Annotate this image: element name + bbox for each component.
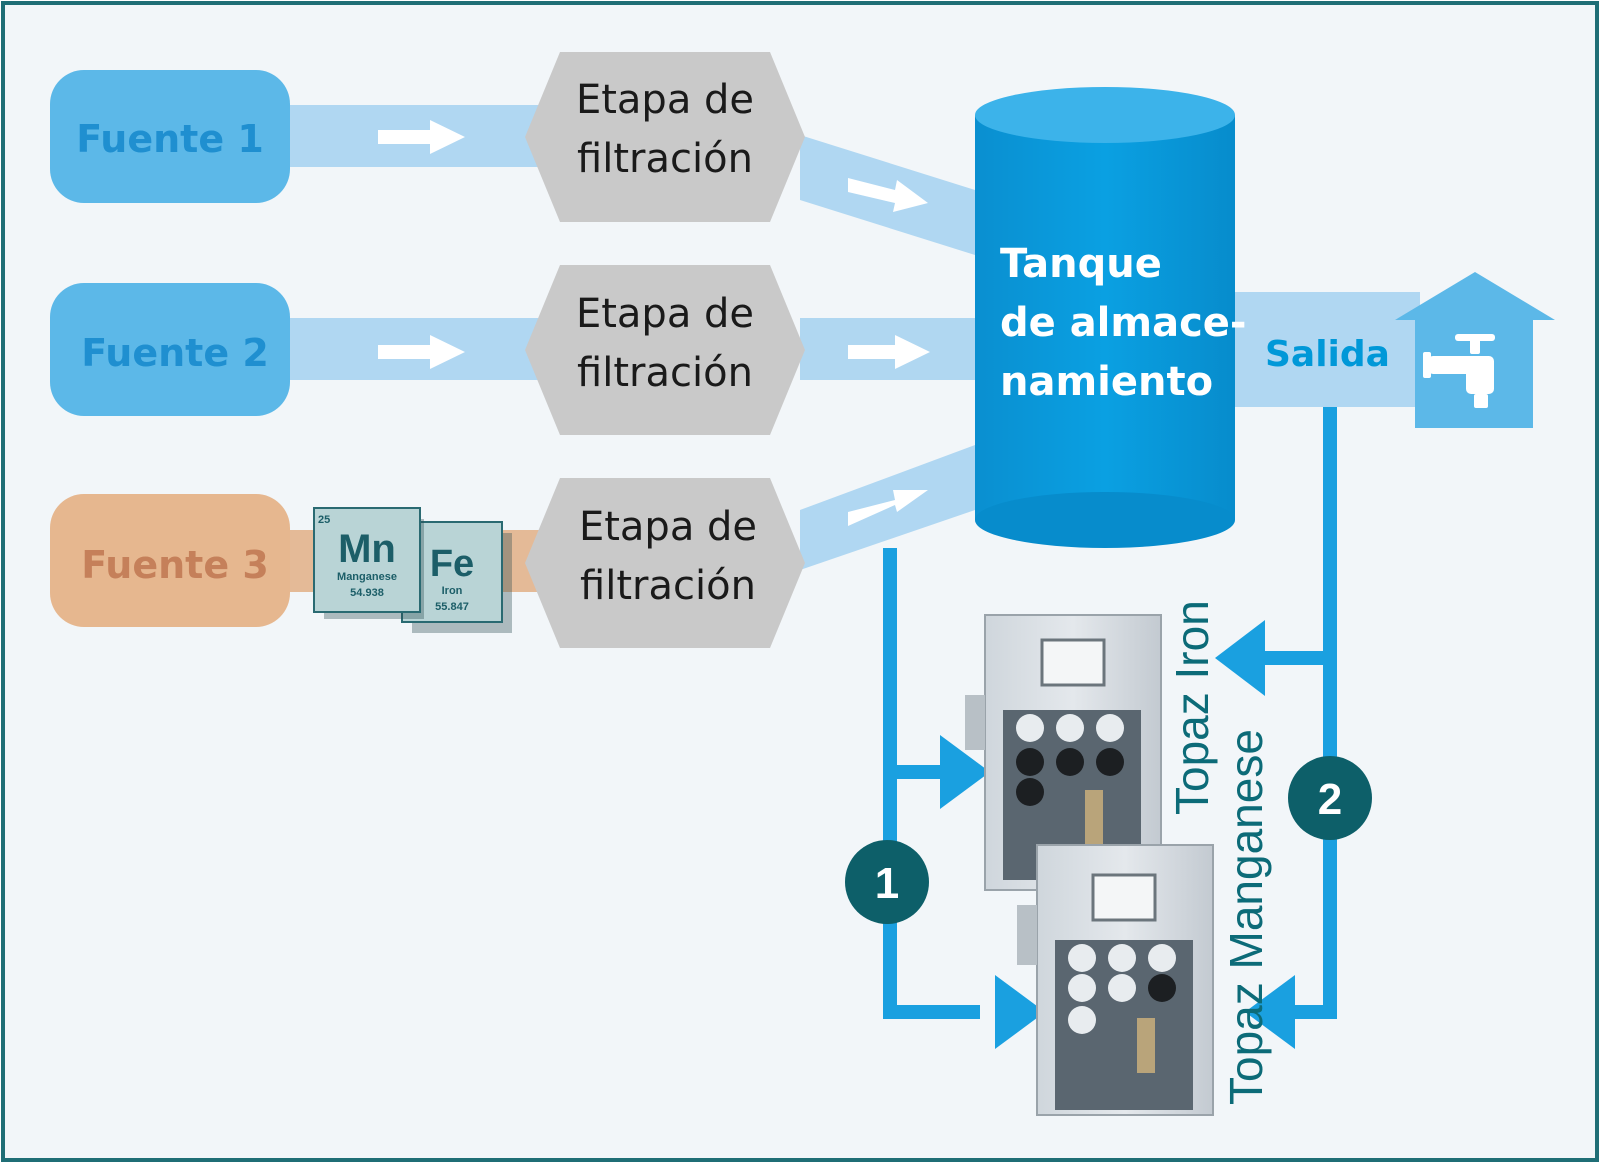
arrow-to-iron-analyzer-right	[1215, 620, 1265, 696]
source-2: Fuente 2	[50, 283, 290, 416]
output-label: Salida	[1265, 334, 1390, 375]
sample-line-2-main	[1290, 407, 1337, 1019]
source-3-box	[50, 494, 290, 627]
analyzer-manganese-label: Topaz Manganese	[1220, 729, 1272, 1105]
house-faucet-icon	[1395, 272, 1555, 428]
flow-arrow-2	[378, 335, 465, 369]
analyzer-iron-label: Topaz Iron	[1166, 600, 1218, 815]
filter-stage-3-shape	[525, 478, 805, 648]
element-mn-symbol: Mn	[338, 527, 396, 571]
filter-stage-2-line1: Etapa de	[576, 291, 754, 337]
filter-stage-1: Etapa de filtración	[525, 52, 805, 222]
tank-label-line3: namiento	[1000, 359, 1213, 405]
element-mn-mass: 54.938	[350, 587, 384, 599]
faucet-icon	[1423, 334, 1495, 408]
storage-tank-top	[975, 87, 1235, 143]
source-3-label: Fuente 3	[81, 543, 269, 587]
sample-point-1-badge: 1	[845, 840, 929, 924]
sample-point-2-badge: 2	[1288, 756, 1372, 840]
arrow-to-manganese-analyzer-right	[1245, 975, 1295, 1049]
flow-arrow-5	[848, 490, 928, 526]
filter-stage-2-line2: filtración	[577, 350, 753, 396]
sample-line-1-main	[883, 548, 980, 1019]
tank-label-line1: Tanque	[1000, 241, 1162, 287]
flow-arrow-4	[848, 335, 930, 369]
sample-point-2-number: 2	[1318, 775, 1342, 824]
source-3: Fuente 3	[50, 494, 290, 627]
source-1-label: Fuente 1	[76, 117, 264, 161]
storage-tank-bottom	[975, 492, 1235, 548]
sample-point-1-number: 1	[875, 859, 899, 908]
flow-arrow-3	[848, 178, 928, 212]
sample-lines	[883, 407, 1337, 1019]
filter-stage-3-line2: filtración	[580, 563, 756, 609]
arrow-to-manganese-analyzer-left	[995, 975, 1045, 1049]
source-2-box	[50, 283, 290, 416]
filter-stage-2-shape	[525, 265, 805, 435]
sample-arrowheads	[940, 620, 1295, 1049]
filter-stage-1-shape	[525, 52, 805, 222]
analyzer-manganese-display	[1091, 873, 1157, 922]
filter-stage-3: Etapa de filtración	[525, 478, 805, 648]
analyzer-iron-display	[1040, 638, 1106, 687]
storage-tank: Tanque de almace- namiento	[975, 87, 1247, 548]
pipe-tank-output	[1230, 292, 1420, 407]
storage-tank-body	[975, 115, 1235, 520]
source-1: Fuente 1	[50, 70, 290, 203]
filter-stage-1-line1: Etapa de	[576, 77, 754, 123]
filter-stage-3-line1: Etapa de	[579, 504, 757, 550]
element-mn-number: 25	[318, 514, 330, 526]
flow-arrows	[378, 120, 930, 526]
element-tile-mn-box	[313, 507, 421, 613]
analyzer-manganese	[1017, 844, 1214, 1116]
source-1-box	[50, 70, 290, 203]
element-fe-symbol: Fe	[430, 543, 474, 585]
filter-stage-1-line2: filtración	[577, 136, 753, 182]
element-mn-name: Manganese	[337, 571, 397, 583]
source-2-label: Fuente 2	[81, 331, 269, 375]
tank-label-line2: de almace-	[1000, 300, 1247, 346]
arrow-to-iron-analyzer	[940, 735, 990, 809]
flow-arrow-1	[378, 120, 465, 154]
element-tile-mn: 25 Mn Manganese 54.938	[313, 507, 424, 619]
filter-stage-2: Etapa de filtración	[525, 265, 805, 435]
element-fe-name: Iron	[442, 585, 463, 597]
element-fe-mass: 55.847	[435, 601, 469, 613]
